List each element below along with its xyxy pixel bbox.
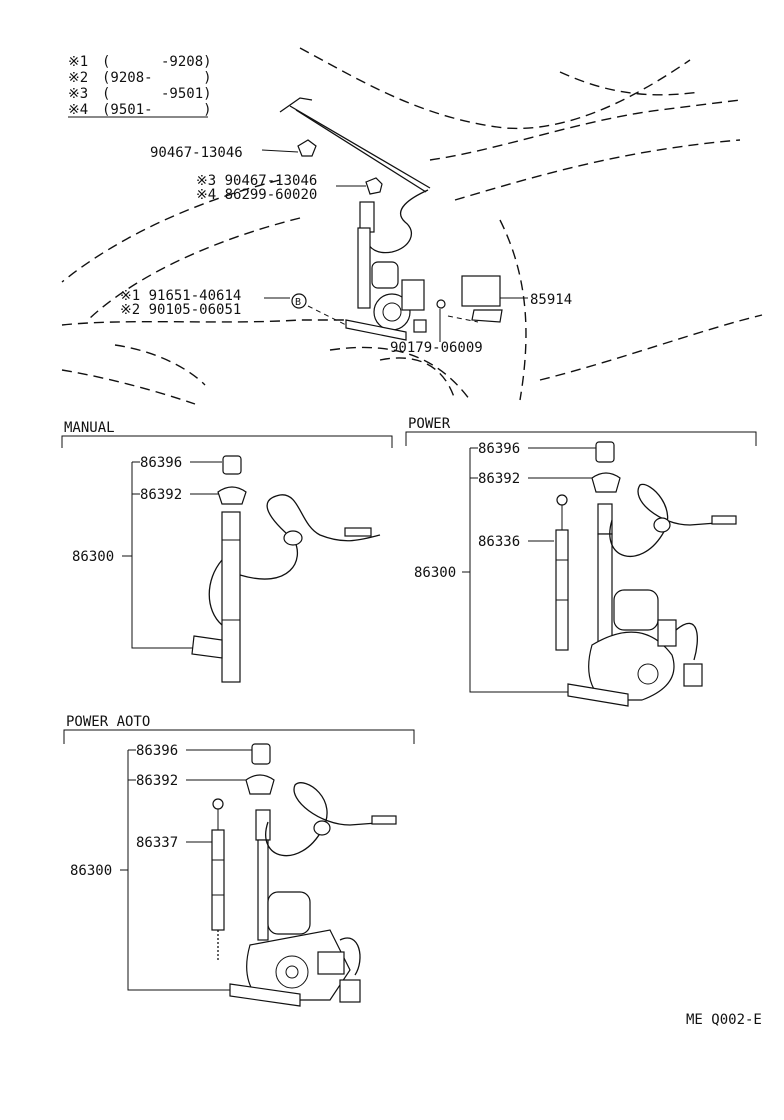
label-power-86392: 86392 bbox=[478, 471, 520, 487]
label-auto-86392: 86392 bbox=[136, 773, 178, 789]
nut-icon bbox=[436, 299, 446, 309]
label-power-86396: 86396 bbox=[478, 441, 520, 457]
auto-motor bbox=[267, 891, 311, 935]
power-mast-rod bbox=[555, 529, 569, 651]
label-power-86300: 86300 bbox=[414, 565, 456, 581]
pad-icon bbox=[217, 486, 247, 505]
manual-mast-tube bbox=[221, 511, 241, 683]
overview-bracket bbox=[345, 319, 407, 341]
legend-mark-3: ※3 bbox=[68, 86, 88, 102]
grommet-icon bbox=[297, 139, 317, 157]
label-c4-clip: ※4 86299-60020 bbox=[196, 187, 317, 203]
label-power-86336: 86336 bbox=[478, 534, 520, 550]
section-title-power: POWER bbox=[408, 416, 451, 432]
diagram-code: ME Q002-E bbox=[686, 1012, 762, 1028]
label-manual-86396: 86396 bbox=[140, 455, 182, 471]
cap-nut-icon bbox=[595, 441, 615, 463]
clip-icon bbox=[365, 177, 383, 195]
manual-bracket bbox=[191, 635, 223, 659]
section-power-auto: POWER AOTO 86396 86392 86337 86300 bbox=[63, 714, 415, 1007]
label-manual-86392: 86392 bbox=[140, 487, 182, 503]
legend-range-1: ( -9208) bbox=[102, 54, 212, 70]
legend-range-4: (9501- ) bbox=[102, 102, 212, 118]
power-bracket bbox=[567, 683, 629, 707]
car-body-outline bbox=[61, 47, 763, 405]
date-range-legend: ※1 ( -9208) ※2 (9208- ) ※3 ( -9501) ※4 (… bbox=[68, 54, 212, 118]
overview-antenna-assembly bbox=[261, 97, 528, 342]
section-title-power-auto: POWER AOTO bbox=[66, 714, 150, 730]
label-90179-06009: 90179-06009 bbox=[390, 340, 483, 356]
overview-mast bbox=[357, 227, 371, 309]
label-c2-bolt: ※2 90105-06051 bbox=[120, 302, 241, 318]
label-auto-86337: 86337 bbox=[136, 835, 178, 851]
label-manual-86300: 86300 bbox=[72, 549, 114, 565]
cap-nut-icon bbox=[222, 455, 242, 475]
legend-range-3: ( -9501) bbox=[102, 86, 212, 102]
leader bbox=[261, 149, 299, 153]
marker-b-circle bbox=[291, 293, 307, 309]
pad-icon bbox=[591, 472, 621, 493]
auto-bracket bbox=[229, 983, 301, 1007]
relay-box-icon bbox=[461, 275, 501, 307]
power-motor bbox=[613, 589, 659, 631]
label-auto-86300: 86300 bbox=[70, 863, 112, 879]
pad-icon bbox=[245, 774, 275, 795]
section-power: POWER 86396 86392 86336 86300 bbox=[405, 416, 757, 707]
label-90467-13046: 90467-13046 bbox=[150, 145, 243, 161]
label-auto-86396: 86396 bbox=[136, 743, 178, 759]
section-manual: MANUAL 86396 86392 86300 bbox=[61, 420, 393, 683]
section-title-manual: MANUAL bbox=[64, 420, 115, 436]
label-c3-clip: ※3 90467-13046 bbox=[196, 173, 317, 189]
cap-nut-icon bbox=[251, 743, 271, 765]
legend-mark-4: ※4 bbox=[68, 102, 88, 118]
overview-motor bbox=[371, 261, 399, 289]
legend-range-2: (9208- ) bbox=[102, 70, 212, 86]
label-85914: 85914 bbox=[530, 292, 572, 308]
marker-b: B bbox=[295, 297, 301, 308]
label-c1-bolt: ※1 91651-40614 bbox=[120, 288, 241, 304]
auto-mast-rod bbox=[211, 829, 225, 931]
auto-mast-tube bbox=[257, 839, 269, 941]
legend-mark-2: ※2 bbox=[68, 70, 88, 86]
legend-mark-1: ※1 bbox=[68, 54, 88, 70]
